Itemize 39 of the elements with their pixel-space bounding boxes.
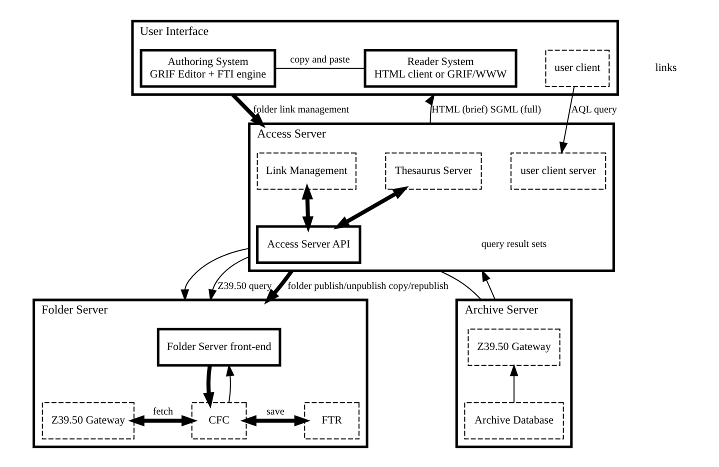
node-box: Z39.50 Gateway <box>42 402 134 439</box>
edge-label: query result sets <box>481 238 547 250</box>
arrow <box>302 182 314 232</box>
node-box: Archive Database <box>464 402 564 439</box>
edge-label: copy and paste <box>290 54 350 65</box>
edge-label: HTML (brief) SGML (full) <box>432 104 542 116</box>
label: links <box>655 62 677 74</box>
arrow <box>180 247 250 301</box>
arrow <box>208 256 250 301</box>
node-box: Authoring System GRIF Editor + FTI engine <box>140 48 276 88</box>
arrow <box>203 364 214 408</box>
edge-label: fetch <box>152 406 173 418</box>
arrow <box>559 86 575 154</box>
edge-label: AQL query <box>571 104 617 116</box>
node-box: Z39.50 Gateway <box>468 328 560 366</box>
edge-label: folder publish/unpublish copy/republish <box>288 280 448 292</box>
arrow <box>240 414 310 426</box>
arrow <box>264 269 294 304</box>
arrow <box>510 364 518 402</box>
edge-label: save <box>266 406 284 418</box>
arrow <box>226 364 234 402</box>
arrow <box>425 92 435 124</box>
arrow <box>482 268 496 300</box>
connector <box>439 270 482 300</box>
node-box: CFC <box>191 402 247 439</box>
node-box: Link Management <box>256 152 356 190</box>
connector <box>274 67 365 68</box>
arrow <box>231 92 266 128</box>
node-box: Reader System HTML client or GRIF/WWW <box>364 48 518 88</box>
arrow <box>333 186 409 229</box>
node-box: FTR <box>304 402 360 439</box>
node-box: Folder Server front-end <box>156 327 282 366</box>
node-box: Thesaurus Server <box>385 152 482 190</box>
node-box: Access Server API <box>256 224 362 264</box>
edge-label: folder link management <box>253 104 350 116</box>
edge-label: Z39.50 query <box>218 280 272 292</box>
node-box: user client server <box>510 152 606 190</box>
arrow <box>128 414 198 426</box>
node-box: user client <box>545 49 610 87</box>
